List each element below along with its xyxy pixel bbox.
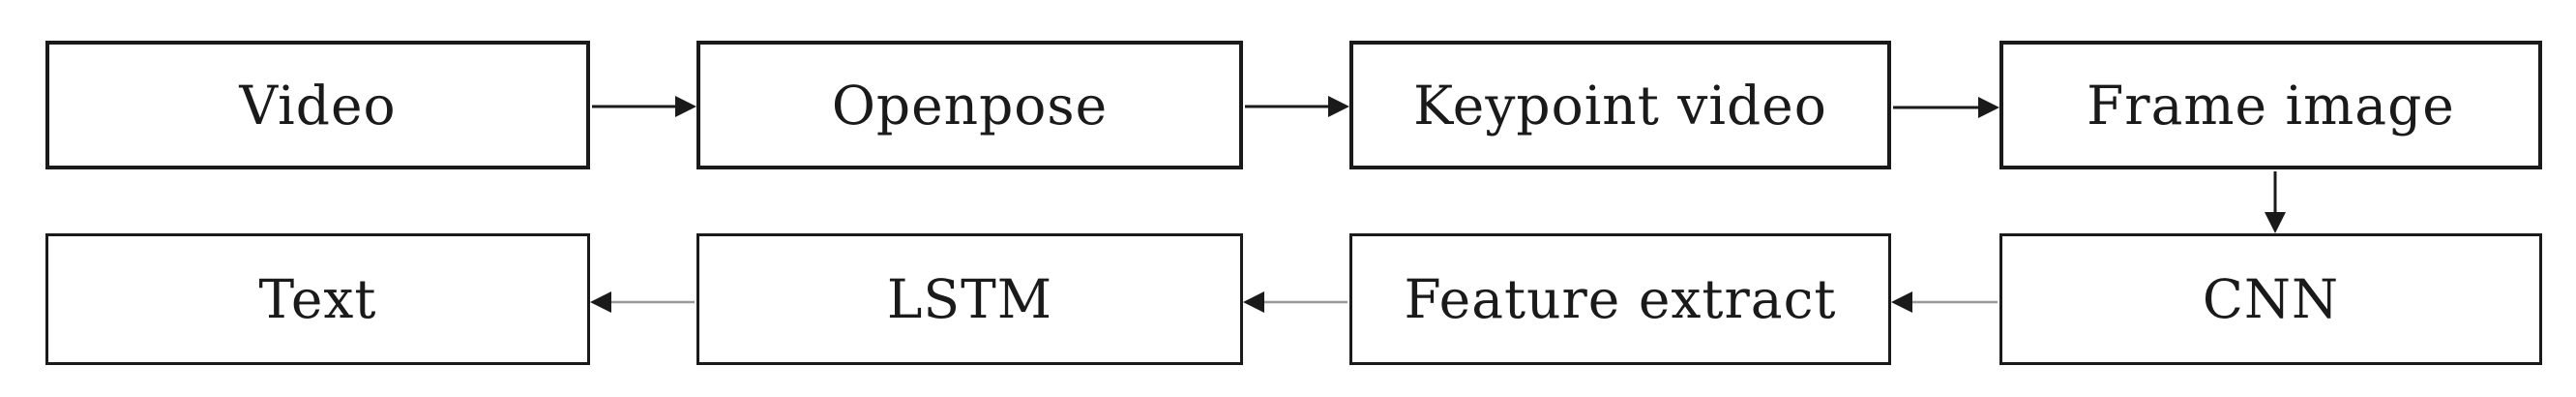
edge-cnn-to-feature-extract-arrow — [1891, 291, 1998, 313]
edge-video-to-openpose-arrow — [592, 96, 696, 117]
edge-feature-extract-to-lstm-arrow — [1243, 291, 1347, 313]
edge-frame-image-to-cnn-arrow — [2265, 171, 2286, 233]
node-feature-extract: Feature extract — [1349, 233, 1891, 365]
node-cnn: CNN — [1999, 233, 2542, 365]
node-frame-image: Frame image — [1999, 41, 2542, 169]
edge-keypoint-video-to-frame-image-arrow — [1893, 97, 1999, 118]
node-lstm: LSTM — [696, 233, 1243, 365]
edge-openpose-to-keypoint-video-arrow — [1245, 96, 1349, 117]
node-text: Text — [45, 233, 590, 365]
node-keypoint-video: Keypoint video — [1349, 41, 1891, 169]
edge-lstm-to-text-arrow — [590, 291, 695, 313]
node-openpose: Openpose — [696, 41, 1243, 169]
node-video: Video — [45, 41, 590, 169]
